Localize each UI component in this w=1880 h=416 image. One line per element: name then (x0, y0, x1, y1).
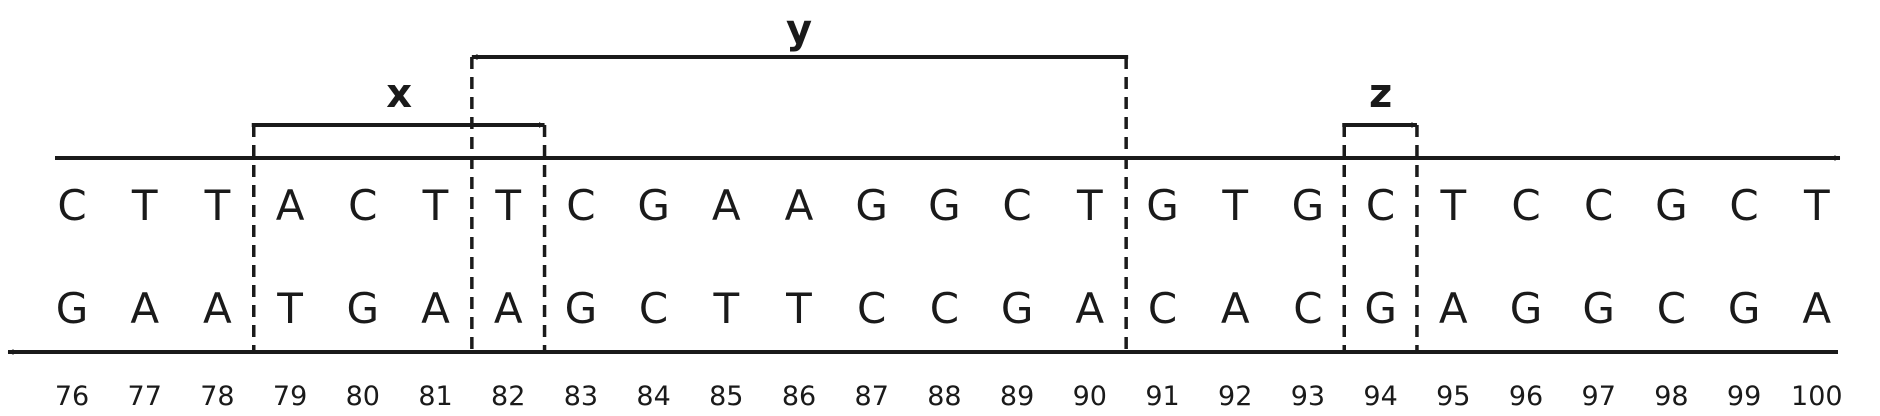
top-base: C (1511, 181, 1540, 230)
position-number: 88 (927, 381, 961, 412)
top-base: A (785, 181, 814, 230)
position-number: 86 (782, 381, 816, 412)
position-number: 82 (491, 381, 525, 412)
top-base: G (1292, 181, 1325, 230)
top-base: C (566, 181, 595, 230)
region-x-label: x (386, 71, 412, 117)
top-base: G (1146, 181, 1179, 230)
bottom-base: A (494, 284, 523, 333)
position-number: 81 (418, 381, 452, 412)
position-number: 95 (1436, 381, 1470, 412)
top-base: A (712, 181, 741, 230)
top-base: T (1803, 181, 1830, 230)
position-number: 90 (1073, 381, 1107, 412)
bottom-base: A (421, 284, 450, 333)
strand-lines (7, 155, 1841, 355)
region-markers: x y z (251, 7, 1419, 352)
position-number: 99 (1727, 381, 1761, 412)
top-base: C (1366, 181, 1395, 230)
bottom-base: G (347, 284, 380, 333)
bottom-base: C (639, 284, 668, 333)
position-number: 80 (346, 381, 380, 412)
position-number: 79 (273, 381, 307, 412)
bottom-base: C (1657, 284, 1686, 333)
top-base: G (637, 181, 670, 230)
bottom-base: T (712, 284, 739, 333)
bottom-base: A (130, 284, 159, 333)
bottom-base: G (56, 284, 89, 333)
bottom-base: G (1728, 284, 1761, 333)
bottom-base: C (1148, 284, 1177, 333)
position-number: 83 (564, 381, 598, 412)
region-z-arrow (1342, 122, 1418, 128)
top-base: C (57, 181, 86, 230)
position-number: 100 (1791, 381, 1843, 412)
position-number: 94 (1363, 381, 1397, 412)
bottom-base: C (1293, 284, 1322, 333)
region-y-arrow (471, 54, 1129, 60)
position-number: 93 (1291, 381, 1325, 412)
top-base: T (494, 181, 521, 230)
region-y-label: y (786, 7, 812, 53)
position-number: 87 (855, 381, 889, 412)
position-number: 77 (128, 381, 162, 412)
top-base: G (1655, 181, 1688, 230)
bottom-base: G (1510, 284, 1543, 333)
bottom-base: G (1582, 284, 1615, 333)
bottom-base: A (1221, 284, 1250, 333)
position-number: 98 (1654, 381, 1688, 412)
top-base: G (928, 181, 961, 230)
top-base: C (1002, 181, 1031, 230)
bottom-base: A (1802, 284, 1831, 333)
position-number: 97 (1582, 381, 1616, 412)
bottom-base: A (1439, 284, 1468, 333)
bottom-base: T (276, 284, 303, 333)
top-base: T (131, 181, 158, 230)
bottom-base: G (1001, 284, 1034, 333)
position-number: 84 (636, 381, 670, 412)
position-number: 96 (1509, 381, 1543, 412)
top-base: A (276, 181, 305, 230)
bottom-base: G (1364, 284, 1397, 333)
top-base: T (1076, 181, 1103, 230)
position-number: 92 (1218, 381, 1252, 412)
top-base: C (1729, 181, 1758, 230)
top-base: C (1584, 181, 1613, 230)
bottom-base: G (565, 284, 598, 333)
region-x-arrow (251, 122, 545, 128)
bottom-base: C (857, 284, 886, 333)
top-base: T (204, 181, 231, 230)
region-z-label: z (1369, 71, 1392, 117)
bottom-base: A (1075, 284, 1104, 333)
bottom-base: A (203, 284, 232, 333)
position-number: 76 (55, 381, 89, 412)
bottom-base: C (930, 284, 959, 333)
top-base: G (855, 181, 888, 230)
top-base: T (1439, 181, 1466, 230)
position-numbers: 76 77 78 79 80 81 82 83 84 85 86 87 88 89 90 91 92 93 94 95… (55, 381, 1843, 412)
top-base: T (422, 181, 449, 230)
position-number: 78 (200, 381, 234, 412)
top-base: T (1221, 181, 1248, 230)
position-number: 89 (1000, 381, 1034, 412)
position-number: 85 (709, 381, 743, 412)
bottom-base: T (785, 284, 812, 333)
position-number: 91 (1145, 381, 1179, 412)
top-base: C (348, 181, 377, 230)
